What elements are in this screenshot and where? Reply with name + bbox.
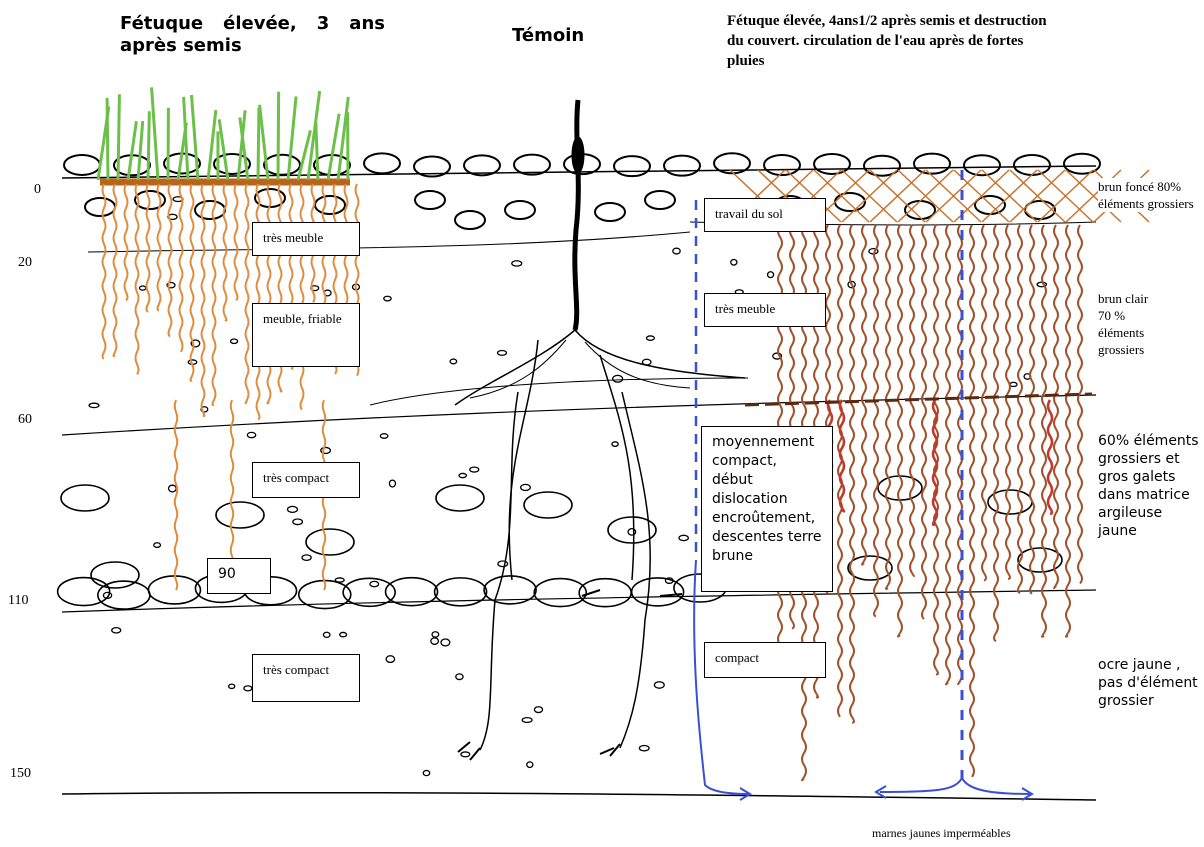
side-label-sixty-percent: 60% éléments grossiers et gros galets da…	[1098, 432, 1204, 540]
boundary-20-line	[88, 232, 690, 252]
depth-label-150: 150	[10, 766, 31, 782]
depth-label-20: 20	[18, 255, 32, 271]
tres-compact-box-upper: très compact	[252, 462, 360, 498]
side-label-brun-clair: brun clair 70 % éléments grossiers	[1098, 290, 1160, 358]
fescue-grass	[98, 87, 348, 180]
footer-marnes: marnes jaunes imperméables	[872, 826, 1011, 841]
compact-box: compact	[704, 642, 826, 678]
tres-compact-box-lower: très compact	[252, 654, 360, 702]
temoin-tilled-layer-line	[370, 378, 748, 405]
moyennement-compact-box: moyennement compact, début dislocation e…	[701, 426, 833, 592]
travail-du-sol-box: travail du sol	[704, 198, 826, 232]
depth-label-60: 60	[18, 412, 32, 428]
depth-label-110: 110	[8, 593, 28, 609]
header-right: Fétuque élevée, 4ans1/2 après semis et d…	[727, 11, 1057, 71]
meuble-friable-box: meuble, friable	[252, 303, 360, 367]
side-label-brun-fonce: brun foncé 80% éléments grossiers	[1098, 178, 1198, 212]
header-center: Témoin	[512, 25, 584, 47]
boundary-60-line	[62, 395, 1096, 435]
depth-90-box: 90	[207, 558, 271, 594]
depth-label-0: 0	[34, 182, 41, 198]
tres-meuble-box-left: très meuble	[252, 222, 360, 256]
header-left: Fétuque élevée, 3 ans après semis	[120, 13, 385, 57]
tres-meuble-box-right: très meuble	[704, 293, 826, 327]
boundary-150-line	[62, 793, 1096, 800]
side-label-ocre-jaune: ocre jaune , pas d'élément grossier	[1098, 656, 1204, 710]
